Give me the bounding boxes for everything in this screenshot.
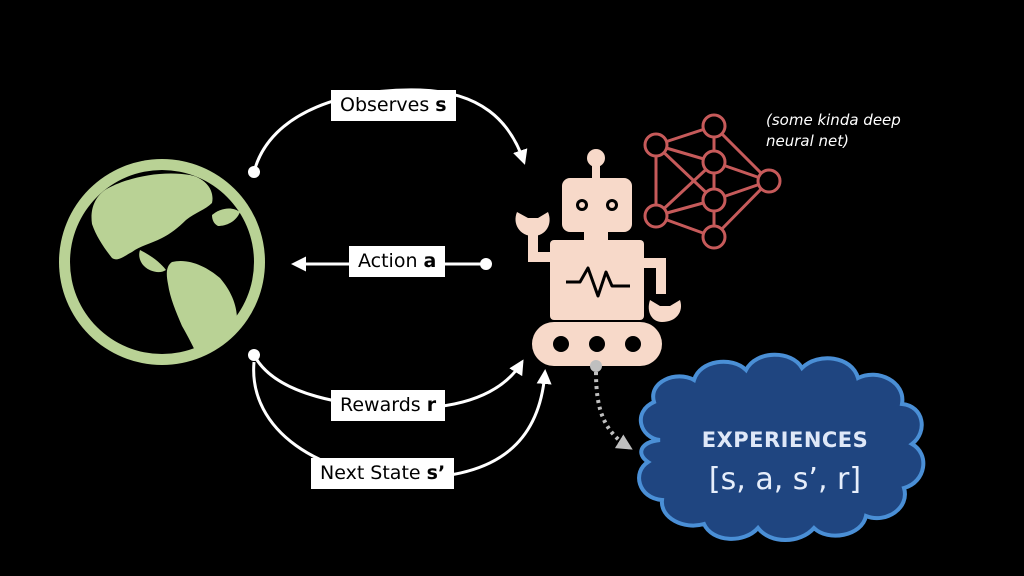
observes-label: Observes s xyxy=(331,90,456,121)
note-line-2: neural net) xyxy=(766,132,850,150)
earth-globe-icon xyxy=(59,159,265,365)
experiences-tuple: [s, a, s’, r] xyxy=(708,462,862,497)
neural-net-note: (some kinda deep neural net) xyxy=(766,110,936,152)
next-state-label: Next State s’ xyxy=(311,458,455,489)
note-line-1: (some kinda deep xyxy=(766,111,901,129)
cloud-icon xyxy=(637,352,926,542)
action-label: Action a xyxy=(349,246,446,277)
experiences-title: EXPERIENCES xyxy=(701,428,869,452)
experience-arrow xyxy=(594,371,633,450)
neural-net-icon xyxy=(643,113,782,250)
observes-arrow xyxy=(252,88,528,173)
robot-icon xyxy=(515,149,682,366)
rewards-label: Rewards r xyxy=(331,390,446,421)
